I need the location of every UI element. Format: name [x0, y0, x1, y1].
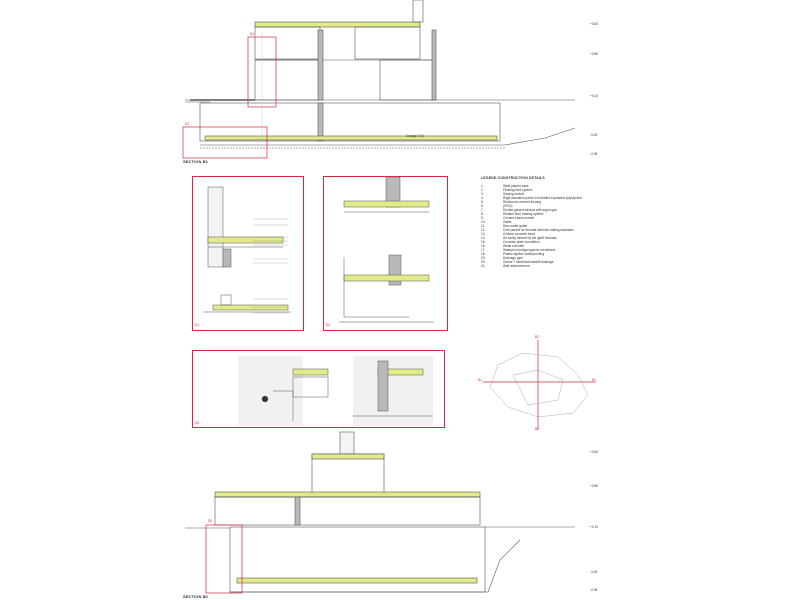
- callout-tag-d1: D1: [250, 32, 255, 36]
- key-plan-marker: B1: [478, 378, 482, 382]
- legend-item: 2.Floating floor system: [481, 188, 533, 192]
- legend-item: 9.Cement based screed: [481, 216, 535, 220]
- detail-d3-drawing: [238, 356, 433, 426]
- key-plan-marker: B2: [535, 427, 539, 431]
- level-mark: +3.60: [590, 450, 599, 454]
- callout-d1: [247, 36, 277, 108]
- detail-tag: D1: [195, 323, 200, 327]
- detail-tag: D3: [195, 421, 200, 425]
- detail-d4-frame: D4: [323, 176, 448, 331]
- level-mark: -3.00: [590, 570, 598, 574]
- upper-room-right: [354, 26, 421, 60]
- legend-item: 5.Reinforced cement flooring: [481, 200, 542, 204]
- level-mark: +0.10: [590, 94, 599, 98]
- level-mark: +3.60: [590, 22, 599, 26]
- basement: [199, 102, 501, 142]
- level-mark: +0.10: [590, 525, 599, 529]
- tower: [412, 0, 424, 23]
- detail-d4-drawing: [339, 177, 434, 323]
- legend-item: 16.Weak concrete: [481, 244, 525, 248]
- legend-item: 11.Rain-water gutter: [481, 224, 528, 228]
- legend-item: 12.Cork panels for thermal external coat…: [481, 228, 574, 232]
- b2-roof: [214, 491, 481, 498]
- key-plan-marker: B1: [592, 378, 596, 382]
- detail-tag: D4: [326, 323, 331, 327]
- detail-d1-frame: D1: [192, 176, 304, 331]
- legend-item: 6.(GRG): [481, 204, 513, 208]
- legend-item: 10.Gates: [481, 220, 512, 224]
- detail-d3-frame: D3: [192, 350, 445, 428]
- callout-tag-d5: D5: [208, 519, 213, 523]
- legend-item: 8.Radiant floor heating system: [481, 212, 544, 216]
- shear-wall: [317, 29, 324, 101]
- legend-item: 17.Waterproof polypropylene membrane: [481, 248, 556, 252]
- legend: LEGEND CONSTRUCTION DETAILS 1.Steel plan…: [481, 176, 621, 268]
- legend-item: 21.Wall reinforcement: [481, 264, 530, 268]
- level-mark: +2.80: [590, 52, 599, 56]
- callout-d3: [182, 126, 268, 159]
- legend-title: LEGEND CONSTRUCTION DETAILS: [481, 176, 545, 180]
- legend-list: 1.Steel planter case 2.Floating floor sy…: [481, 184, 621, 268]
- level-mark: +2.80: [590, 484, 599, 488]
- legend-item: 7.Double-glazed window with argon gas: [481, 208, 557, 212]
- section-b1-room-label: Garage 4.50: [406, 134, 424, 138]
- legend-item: 15.Concrete plate foundation: [481, 240, 540, 244]
- basement-insulation: [204, 135, 498, 141]
- level-mark: -3.35: [590, 152, 598, 156]
- legend-item: 14.Air cavity formed by the igloff modul…: [481, 236, 557, 240]
- legend-item: 19.Drainage pipe: [481, 256, 523, 260]
- key-plan-drawing: [483, 340, 596, 430]
- section-b2-title: SECTION B2: [183, 594, 209, 599]
- key-plan: B1 B1 B2 B2: [478, 335, 603, 435]
- section-b1-title: SECTION B1: [183, 159, 209, 164]
- roof-slab: [254, 21, 421, 28]
- legend-item: 1.Steel planter case: [481, 184, 529, 188]
- legend-item: 20.Gravel + interblock backfill drainage: [481, 260, 554, 264]
- level-mark: -3.35: [590, 588, 598, 592]
- level-mark: -3.00: [590, 133, 598, 137]
- key-plan-marker: B2: [535, 335, 539, 339]
- legend-item: 18.Plastic-styrene waterproofing: [481, 252, 545, 256]
- legend-item: 13.Cellular concrete block: [481, 232, 536, 236]
- legend-item: 3.Sloping screed: [481, 192, 525, 196]
- callout-tag-d3: D3: [185, 122, 190, 126]
- callout-d5: [205, 524, 243, 594]
- detail-d1-drawing: [203, 186, 291, 314]
- legend-item: 4.Rigid insulation panel in extruded exp…: [481, 196, 583, 200]
